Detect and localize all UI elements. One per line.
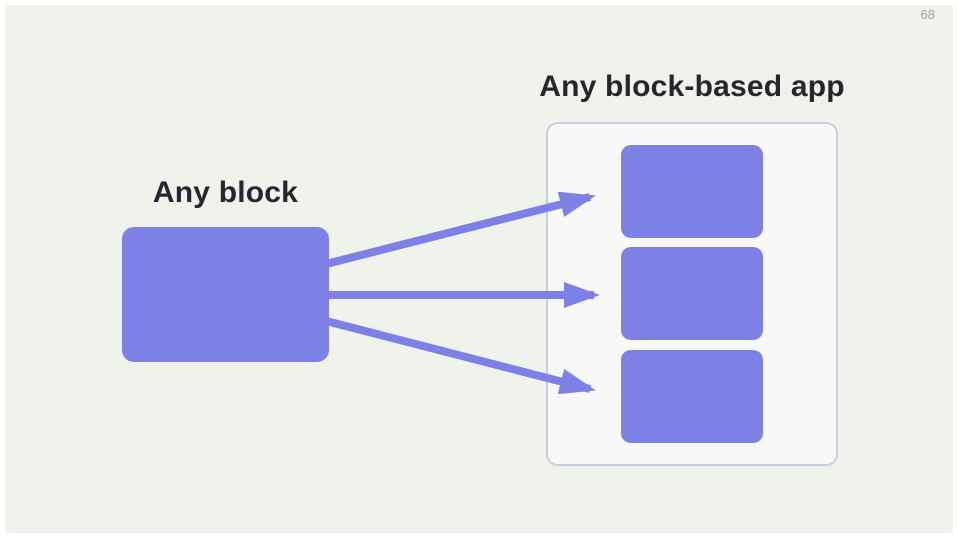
page-number: 68 [920, 7, 935, 22]
target-app-container [546, 122, 838, 466]
target-block-3 [621, 350, 763, 443]
source-block [122, 227, 329, 362]
target-block-2 [621, 247, 763, 340]
target-block-1 [621, 145, 763, 238]
source-block-label: Any block [152, 176, 299, 209]
target-app-title: Any block-based app [539, 70, 845, 103]
